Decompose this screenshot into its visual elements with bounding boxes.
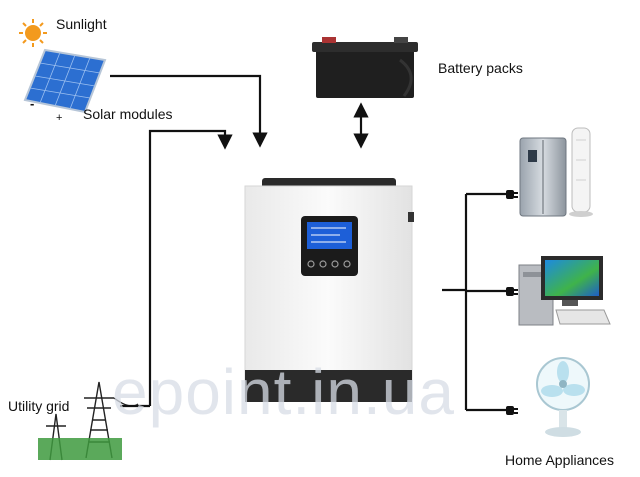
utility-grid-label: Utility grid (8, 398, 70, 414)
wiring (110, 74, 510, 412)
solar-modules-label: Solar modules (83, 106, 173, 122)
plug-icon (506, 190, 518, 415)
battery-packs-label: Battery packs (438, 60, 523, 76)
home-appliances-label: Home Appliances (505, 452, 614, 468)
desk-fan-icon (536, 357, 590, 437)
refrigerator-icon (519, 137, 567, 217)
sunlight-label: Sunlight (56, 16, 107, 32)
sun-icon (19, 19, 47, 47)
grass-icon (38, 438, 122, 460)
output-branch-lines (466, 192, 510, 412)
solar-panel-icon (23, 48, 107, 114)
tower-fan-icon (569, 127, 593, 217)
panel-minus-sign: - (30, 96, 35, 111)
solar-to-inverter-line (110, 74, 268, 148)
watermark: epoint.in.ua (112, 356, 455, 428)
panel-plus-sign: + (56, 112, 63, 124)
battery-icon (312, 37, 418, 98)
inverter-icon (244, 178, 414, 402)
computer-icon (518, 256, 611, 326)
grid-to-inverter-line (148, 129, 233, 406)
